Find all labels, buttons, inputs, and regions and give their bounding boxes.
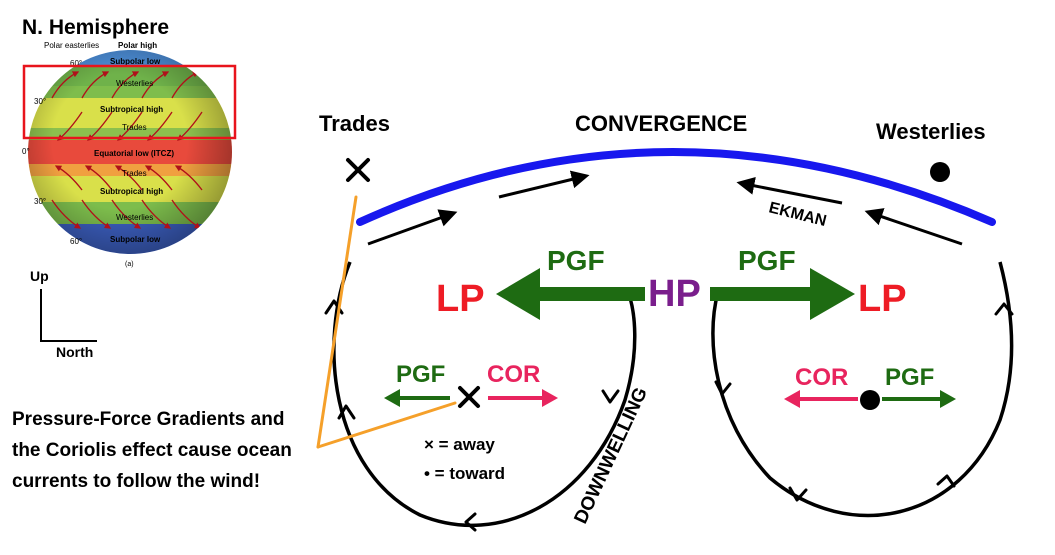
label-westerlies-top: Westerlies (116, 79, 153, 88)
globe-bands (28, 50, 232, 254)
label-subpolar-low-bottom: Subpolar low (110, 235, 161, 244)
explanation-note: Pressure-Force Gradients and the Corioli… (12, 409, 292, 492)
sea-surface-line (356, 148, 996, 226)
lat-30-bottom: 30° (34, 197, 46, 206)
cor-label-left: COR (487, 361, 540, 388)
lat-30-top: 30° (34, 97, 46, 106)
toward-legend: • = toward (424, 464, 505, 483)
axes-lines (40, 289, 97, 342)
cor-label-right: COR (795, 364, 848, 391)
pgf-arrow-left (496, 268, 645, 320)
toward-symbol-gyre (860, 390, 880, 410)
downwelling-label: DOWNWELLING (570, 384, 651, 527)
left-gyre (332, 261, 637, 528)
small-pgf-arrow-left (384, 389, 450, 407)
label-polar-easterlies: Polar easterlies (44, 41, 99, 50)
note-line-3: currents to follow the wind! (12, 471, 260, 492)
hp-label: HP (648, 273, 701, 315)
small-cor-arrow-left (488, 389, 558, 407)
convergence-label: CONVERGENCE (575, 111, 747, 136)
away-symbol-trades (346, 158, 370, 182)
label-itcz: Equatorial low (ITCZ) (94, 149, 174, 158)
label-subtropical-high-top: Subtropical high (100, 105, 163, 114)
note-line-2: the Coriolis effect cause ocean (12, 440, 292, 461)
westerlies-label: Westerlies (876, 119, 986, 144)
label-westerlies-bottom: Westerlies (116, 213, 153, 222)
label-trades-top: Trades (122, 123, 147, 132)
lat-60-bottom: 60° (70, 237, 82, 246)
ekman-arrows (367, 170, 963, 246)
pgf-small-label-left: PGF (396, 361, 445, 388)
trades-label: Trades (319, 111, 390, 136)
toward-symbol-westerlies (930, 162, 950, 182)
note-line-1: Pressure-Force Gradients and (12, 409, 284, 430)
lp-label-left: LP (436, 278, 485, 320)
globe-inset: N. Hemisphere (22, 16, 237, 268)
lat-0: 0° (22, 147, 30, 156)
pgf-label-left: PGF (547, 245, 605, 276)
highlight-box (22, 64, 237, 140)
away-symbol-gyre (458, 386, 480, 408)
label-trades-bottom: Trades (122, 169, 147, 178)
gyre-chevrons (324, 299, 1014, 532)
pgf-small-label-right: PGF (885, 364, 934, 391)
away-legend: × = away (424, 435, 495, 454)
orientation-axes: Up North (30, 268, 97, 360)
axis-north-label: North (56, 344, 93, 360)
wind-arrows-westerlies-bottom (51, 199, 202, 229)
lat-60-top: 60° (70, 59, 82, 68)
globe-labels: Polar easterlies Polar high Subpolar low… (22, 41, 174, 268)
small-cor-arrow-right (784, 390, 858, 408)
right-gyre (711, 261, 1014, 518)
label-polar-high: Polar high (118, 41, 157, 50)
inset-title: N. Hemisphere (22, 16, 169, 39)
label-subtropical-high-bottom: Subtropical high (100, 187, 163, 196)
small-pgf-arrow-right (882, 390, 956, 408)
inset-caption: (a) (125, 261, 134, 268)
pgf-arrow-right (710, 268, 855, 320)
label-subpolar-low-top: Subpolar low (110, 57, 161, 66)
orange-pointer (316, 195, 457, 449)
wind-arrows-trades-bottom (54, 165, 203, 191)
pgf-label-right: PGF (738, 245, 796, 276)
lp-label-right: LP (858, 278, 907, 320)
axis-up-label: Up (30, 268, 49, 284)
ekman-label: EKMAN (767, 199, 828, 230)
